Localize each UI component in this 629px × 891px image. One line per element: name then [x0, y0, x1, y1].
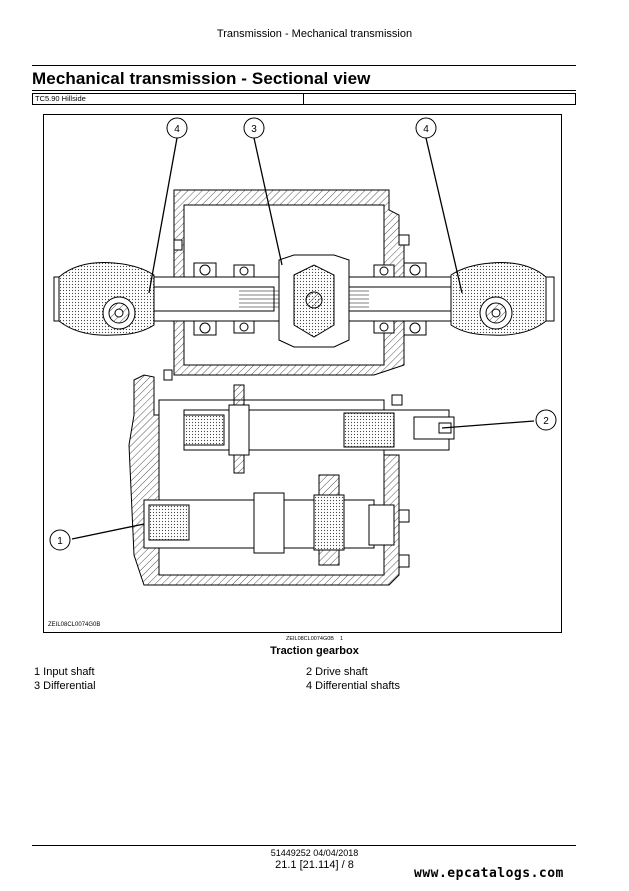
section-title: Mechanical transmission - Sectional view: [32, 69, 371, 88]
svg-text:2: 2: [543, 416, 549, 427]
figure-image-code: ZEIL08CL0074G0B: [48, 622, 101, 628]
legend-item-3: 3 Differential: [34, 680, 96, 692]
document-id: 51449252 04/04/2018: [270, 848, 359, 858]
divider-title: [32, 90, 576, 91]
legend-item-4: 4 Differential shafts: [306, 680, 400, 692]
svg-text:4: 4: [423, 124, 429, 135]
callout-3: 3: [243, 117, 265, 139]
legend-item-1: 1 Input shaft: [34, 666, 95, 678]
running-header: Transmission - Mechanical transmission: [216, 28, 413, 40]
page-number: 21.1 [21.114] / 8: [275, 859, 354, 871]
model-label: TC5.90 Hillside: [33, 94, 304, 104]
figure-caption-code: ZEIL08CL0074G0B 1: [0, 636, 629, 642]
caption-code: ZEIL08CL0074G0B: [285, 636, 334, 642]
svg-text:3: 3: [251, 124, 257, 135]
caption-number: 1: [339, 636, 344, 642]
watermark-site: www.epcatalogs.com: [414, 866, 564, 881]
legend-item-2: 2 Drive shaft: [306, 666, 368, 678]
figure-frame: [43, 114, 562, 633]
model-table: TC5.90 Hillside: [32, 93, 576, 105]
svg-text:1: 1: [57, 536, 63, 547]
svg-text:4: 4: [174, 124, 180, 135]
divider-footer: [32, 845, 576, 846]
figure-caption-title: Traction gearbox: [270, 645, 359, 657]
gearbox-sectional-drawing: 4 3 4 2 1: [49, 117, 557, 586]
divider-top: [32, 65, 576, 66]
callout-2: 2: [535, 409, 557, 431]
callout-1: 1: [49, 529, 71, 551]
callout-4-right: 4: [415, 117, 437, 139]
callout-4-left: 4: [166, 117, 188, 139]
